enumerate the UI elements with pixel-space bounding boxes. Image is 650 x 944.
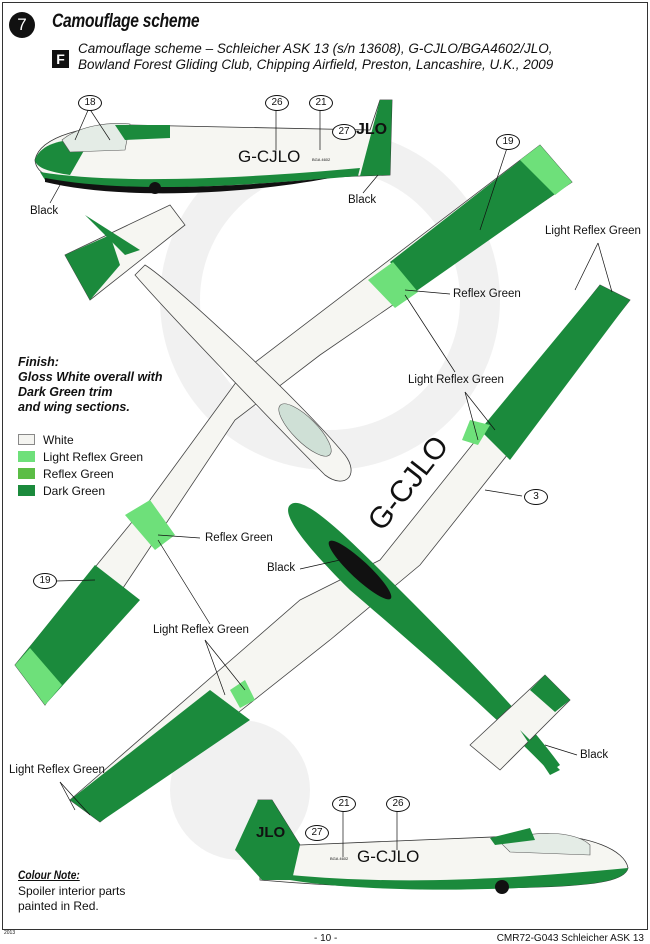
- colour-note: Spoiler interior parts painted in Red.: [18, 884, 125, 914]
- finish-line: Finish:: [18, 355, 59, 369]
- page-title: Camouflage scheme: [52, 11, 200, 32]
- side-view-lower: [235, 799, 629, 894]
- label-light-reflex-green: Light Reflex Green: [9, 764, 105, 776]
- callout-26: 26: [386, 796, 410, 812]
- legend-item: Reflex Green: [18, 465, 143, 482]
- description-line: Bowland Forest Gliding Club, Chipping Ai…: [78, 57, 554, 72]
- footer-logo: 2013: [4, 930, 16, 936]
- swatch: [18, 434, 35, 445]
- finish-line: Gloss White overall with: [18, 370, 163, 384]
- label-black: Black: [30, 205, 59, 217]
- top-view-glider: [14, 144, 573, 706]
- tail-code-upper: JLO: [356, 121, 388, 138]
- legend-item: Dark Green: [18, 482, 143, 499]
- swatch: [18, 468, 35, 479]
- colour-note-title: Colour Note:: [18, 868, 80, 882]
- section-number: 7: [9, 12, 35, 38]
- note-line: Spoiler interior parts: [18, 884, 126, 898]
- finish-line: Dark Green trim: [18, 385, 113, 399]
- legend-label: Light Reflex Green: [43, 449, 144, 464]
- label-black: Black: [348, 194, 377, 206]
- callout-27: 27: [332, 124, 356, 140]
- legend-label: Reflex Green: [43, 466, 114, 481]
- callout-26: 26: [265, 95, 289, 111]
- label-black: Black: [267, 562, 296, 574]
- bga-upper: BGA 4602: [312, 157, 331, 162]
- page-frame: [2, 2, 648, 930]
- label-light-reflex-green: Light Reflex Green: [545, 225, 641, 237]
- callout-21: 21: [309, 95, 333, 111]
- callout-18: 18: [78, 95, 102, 111]
- tail-code-lower: JLO: [256, 824, 286, 841]
- legend-label: White: [43, 432, 74, 447]
- callout-19: 19: [33, 573, 57, 589]
- label-light-reflex-green: Light Reflex Green: [408, 374, 504, 386]
- colour-legend: White Light Reflex Green Reflex Green Da…: [18, 431, 143, 499]
- callout-27: 27: [305, 825, 329, 841]
- side-view-upper: [34, 99, 393, 194]
- label-black: Black: [580, 749, 609, 761]
- callout-21: 21: [332, 796, 356, 812]
- finish-line: and wing sections.: [18, 400, 130, 414]
- description-line: Camouflage scheme – Schleicher ASK 13 (s…: [78, 41, 553, 56]
- bga-lower: BGA 4602: [330, 856, 349, 861]
- label-reflex-green: Reflex Green: [205, 532, 273, 544]
- label-light-reflex-green: Light Reflex Green: [153, 624, 249, 636]
- scheme-description: Camouflage scheme – Schleicher ASK 13 (s…: [78, 41, 553, 73]
- swatch: [18, 451, 35, 462]
- legend-item: White: [18, 431, 143, 448]
- variant-badge: F: [52, 50, 69, 68]
- swatch: [18, 485, 35, 496]
- product-code: CMR72-G043 Schleicher ASK 13: [496, 933, 644, 944]
- bottom-view-glider: [69, 284, 631, 823]
- label-reflex-green: Reflex Green: [453, 288, 521, 300]
- legend-item: Light Reflex Green: [18, 448, 143, 465]
- page-number: - 10 -: [314, 933, 338, 944]
- legend-label: Dark Green: [43, 483, 106, 498]
- callout-3: 3: [524, 489, 548, 505]
- registration-lower-side: G-CJLO: [357, 847, 420, 866]
- finish-note: Finish: Gloss White overall with Dark Gr…: [18, 355, 162, 415]
- callout-19: 19: [496, 134, 520, 150]
- leader-lines: [49, 107, 613, 857]
- registration-upper-side: G-CJLO: [238, 147, 301, 166]
- note-line: painted in Red.: [18, 899, 99, 913]
